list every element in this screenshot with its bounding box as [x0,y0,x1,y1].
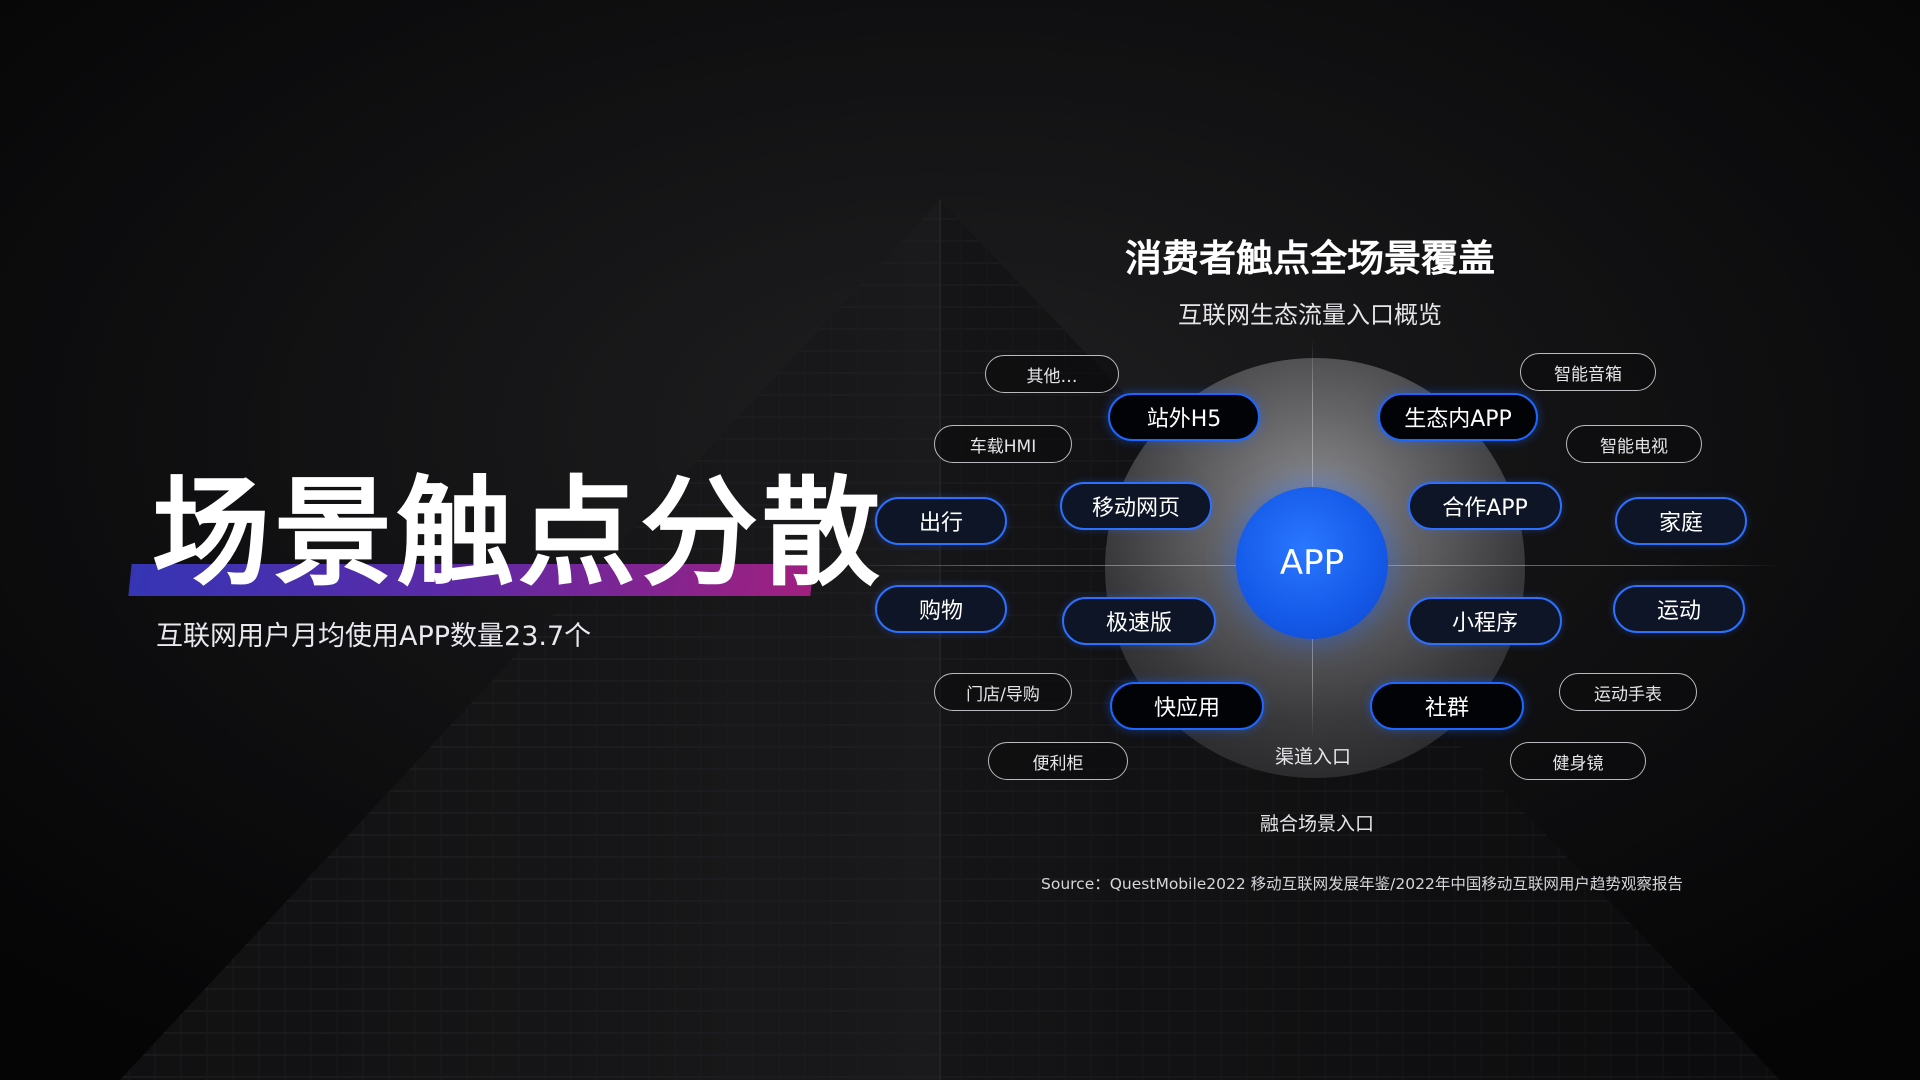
scene-node-minor: 智能电视 [1566,425,1702,463]
hero-title: 场景触点分散 [152,464,885,602]
scene-node-minor: 车载HMI [934,425,1072,463]
scene-node-minor: 智能音箱 [1520,353,1656,391]
scene-node-minor: 健身镜 [1510,742,1646,780]
channel-node: 站外H5 [1108,393,1260,441]
channel-node: 小程序 [1408,597,1562,645]
app-core-label: APP [1279,543,1345,583]
channel-node: 快应用 [1110,682,1264,730]
hero-subtitle: 互联网用户月均使用APP数量23.7个 [156,621,592,652]
scene-node: 家庭 [1615,497,1747,545]
diagram-subtitle: 互联网生态流量入口概览 [1178,301,1442,329]
scene-node-minor: 门店/导购 [934,673,1072,711]
scene-node-minor: 其他… [985,355,1119,393]
scene-node: 出行 [875,497,1007,545]
app-core-circle: APP [1236,487,1388,639]
scene-entry-label: 融合场景入口 [1260,813,1375,835]
scene-node-minor: 便利柜 [988,742,1128,780]
channel-entry-label: 渠道入口 [1275,746,1352,768]
channel-node: 社群 [1370,682,1524,730]
channel-node: 极速版 [1062,597,1216,645]
source-citation: Source：QuestMobile2022 移动互联网发展年鉴/2022年中国… [1041,875,1683,893]
channel-node: 合作APP [1408,482,1562,530]
scene-node-minor: 运动手表 [1559,673,1697,711]
scene-node: 运动 [1613,585,1745,633]
scene-node: 购物 [875,585,1007,633]
channel-node: 移动网页 [1060,482,1212,530]
diagram-title: 消费者触点全场景覆盖 [1125,237,1495,280]
channel-node: 生态内APP [1378,393,1538,441]
